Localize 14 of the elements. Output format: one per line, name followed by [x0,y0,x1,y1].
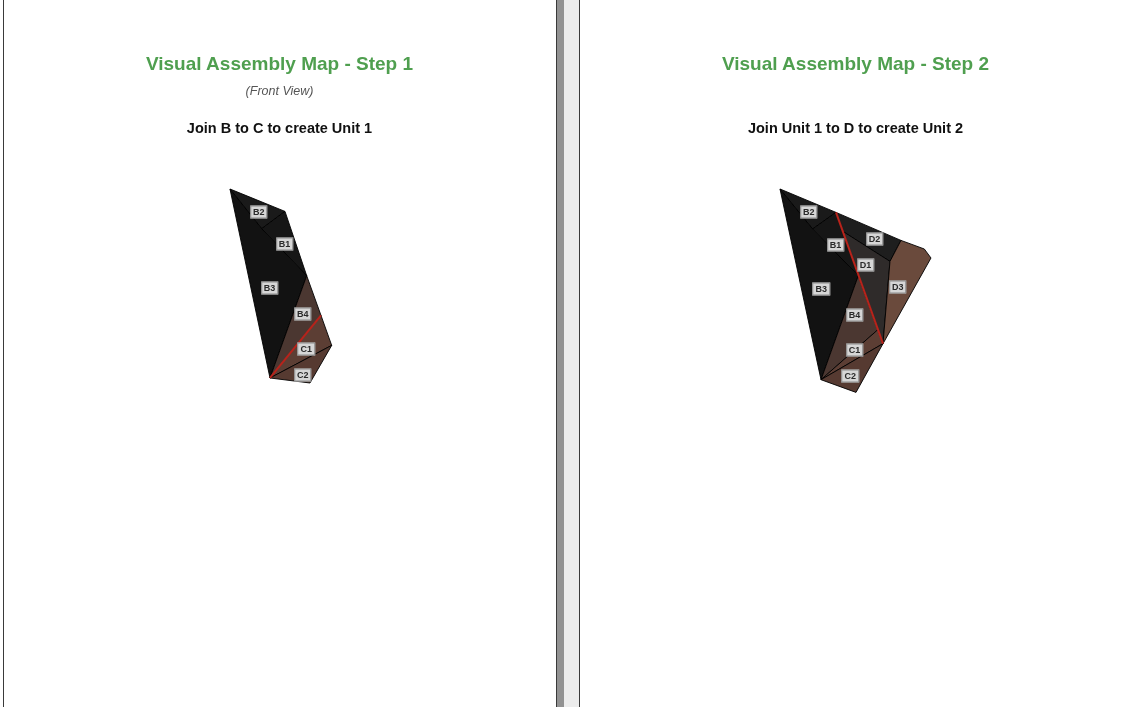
piece-label: C1 [297,342,315,356]
piece-label: B4 [294,307,312,321]
page-heading: Visual Assembly Map - Step 2 [721,53,990,75]
page-sheet [3,0,557,707]
page-heading: Visual Assembly Map - Step 1 [145,53,414,75]
piece-label: D3 [889,280,907,294]
view-caption: (Front View) [245,83,314,99]
piece-label: B3 [812,282,830,296]
piece-label: C2 [294,368,312,382]
piece-label: B2 [800,205,818,219]
instruction-text: Join Unit 1 to D to create Unit 2 [747,119,964,137]
piece-label: C2 [841,369,859,383]
instruction-text: Join B to C to create Unit 1 [186,119,373,137]
piece-label: B2 [250,205,268,219]
